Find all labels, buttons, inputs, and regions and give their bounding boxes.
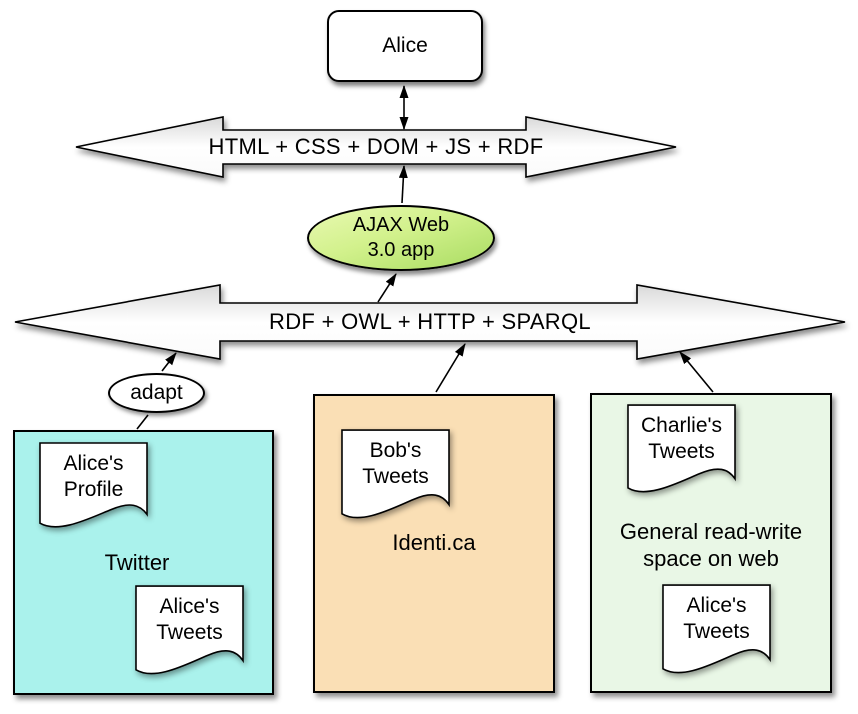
document-alices-tweets-twitter: Alice's Tweets [135,585,244,679]
document-shape [627,404,736,493]
document-label: Bob's Tweets [362,439,429,488]
identica-label: Identi.ca [392,530,476,555]
document-alices-profile: Alice's Profile [39,442,148,532]
document-shape [39,442,148,528]
connector-twitter-adapt [136,414,149,430]
document-alices-tweets-general: Alice's Tweets [662,584,771,678]
document-label: Alice's Tweets [683,594,750,643]
connector-adapt-bottombus [161,352,177,372]
bottom-bus-arrow [14,284,846,360]
document-label: Charlie's Tweets [640,414,723,463]
ajax-label-line1: AJAX Web [352,214,450,236]
node-adapt: adapt [108,373,205,413]
node-alice-label: Alice [382,34,428,57]
top-bus-label: HTML + CSS + DOM + JS + RDF [208,134,544,159]
general-space-label: General read-write space on web [594,518,828,572]
document-shape [662,584,771,674]
bottom-bus-label: RDF + OWL + HTTP + SPARQL [269,309,591,334]
node-alice: Alice [327,10,483,82]
document-label: Alice's Profile [63,452,124,501]
connector-general-bottombus [679,351,714,393]
node-ajax-web-app: AJAX Web 3.0 app [307,205,495,271]
connector-identica-bottombus [435,343,466,393]
connector-bottombus-ajax [377,273,397,303]
connector-ajax-topbus [398,165,408,204]
twitter-label: Twitter [104,550,170,575]
document-label: Alice's Tweets [156,595,223,644]
document-shape [341,429,450,519]
general-space-label-line1: General read-write [619,519,803,544]
document-shape [135,585,244,675]
general-space-label-line2: space on web [643,546,779,571]
document-charlies-tweets: Charlie's Tweets [627,404,736,497]
ajax-label-line2: 3.0 app [367,239,435,261]
top-bus-arrow [75,116,677,178]
document-bobs-tweets: Bob's Tweets [341,429,450,523]
adapt-label: adapt [130,381,183,404]
